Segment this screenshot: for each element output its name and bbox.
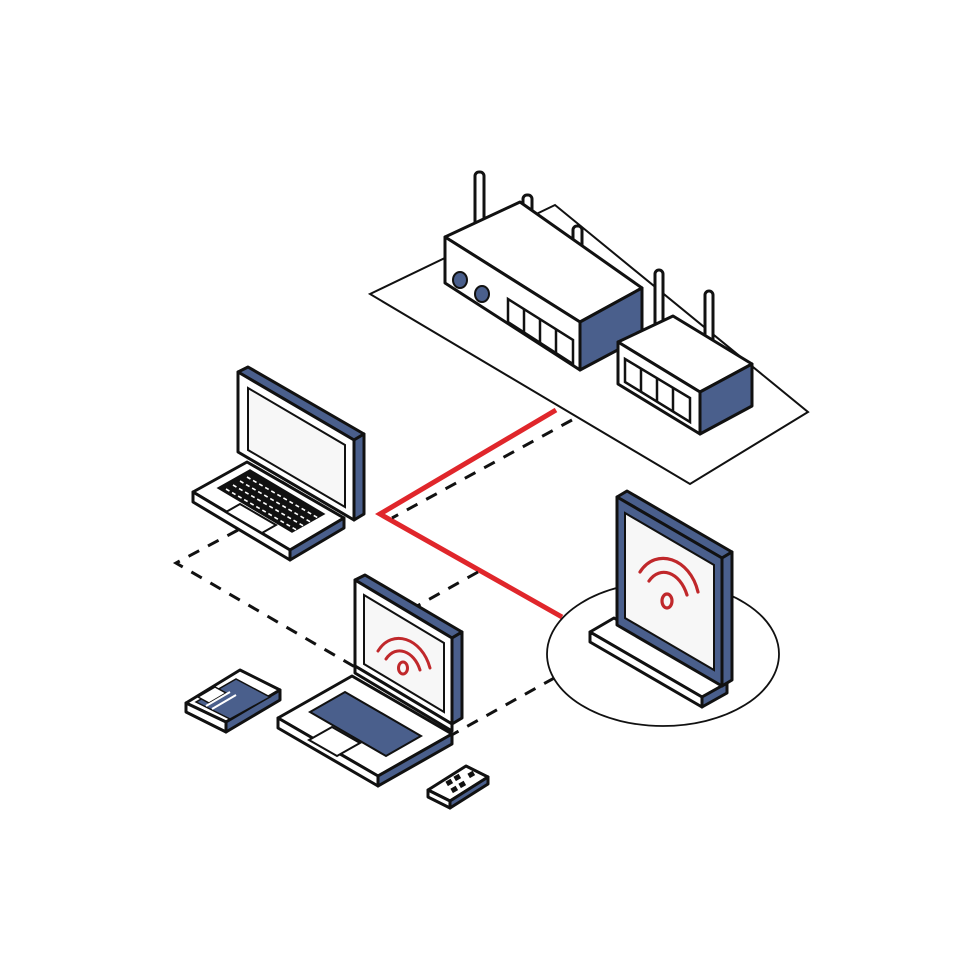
link-router-to-laptop-lower <box>409 570 479 612</box>
smartphone <box>426 764 490 810</box>
laptop-touchpad <box>306 725 363 758</box>
router-light-2 <box>474 285 490 303</box>
router-large-ports <box>506 296 575 367</box>
router-small <box>616 268 754 436</box>
desktop-keyboard <box>216 469 326 533</box>
desktop-touchpad <box>224 502 278 535</box>
connection-links <box>172 407 573 739</box>
laptop <box>276 573 464 788</box>
link-router-to-laptop <box>391 418 573 520</box>
laptop-screen <box>363 593 445 714</box>
desktop-screen <box>247 386 346 509</box>
display-screen <box>624 511 715 672</box>
router-small-ports <box>623 356 692 425</box>
link-router-to-display <box>375 407 564 620</box>
laptop-keyboard <box>307 690 424 758</box>
desktop-computer <box>191 365 366 562</box>
link-laptop-to-display <box>447 675 557 739</box>
display-wifi-icon <box>638 556 700 610</box>
tablet-screen <box>194 678 272 720</box>
link-desktop-to-laptop <box>172 528 356 669</box>
smartphone-keys <box>445 770 476 794</box>
router-large <box>443 170 644 372</box>
router-light-1 <box>452 271 468 289</box>
access-point-display <box>546 489 780 727</box>
laptop-wifi-icon <box>376 636 432 676</box>
tablet <box>184 668 282 734</box>
